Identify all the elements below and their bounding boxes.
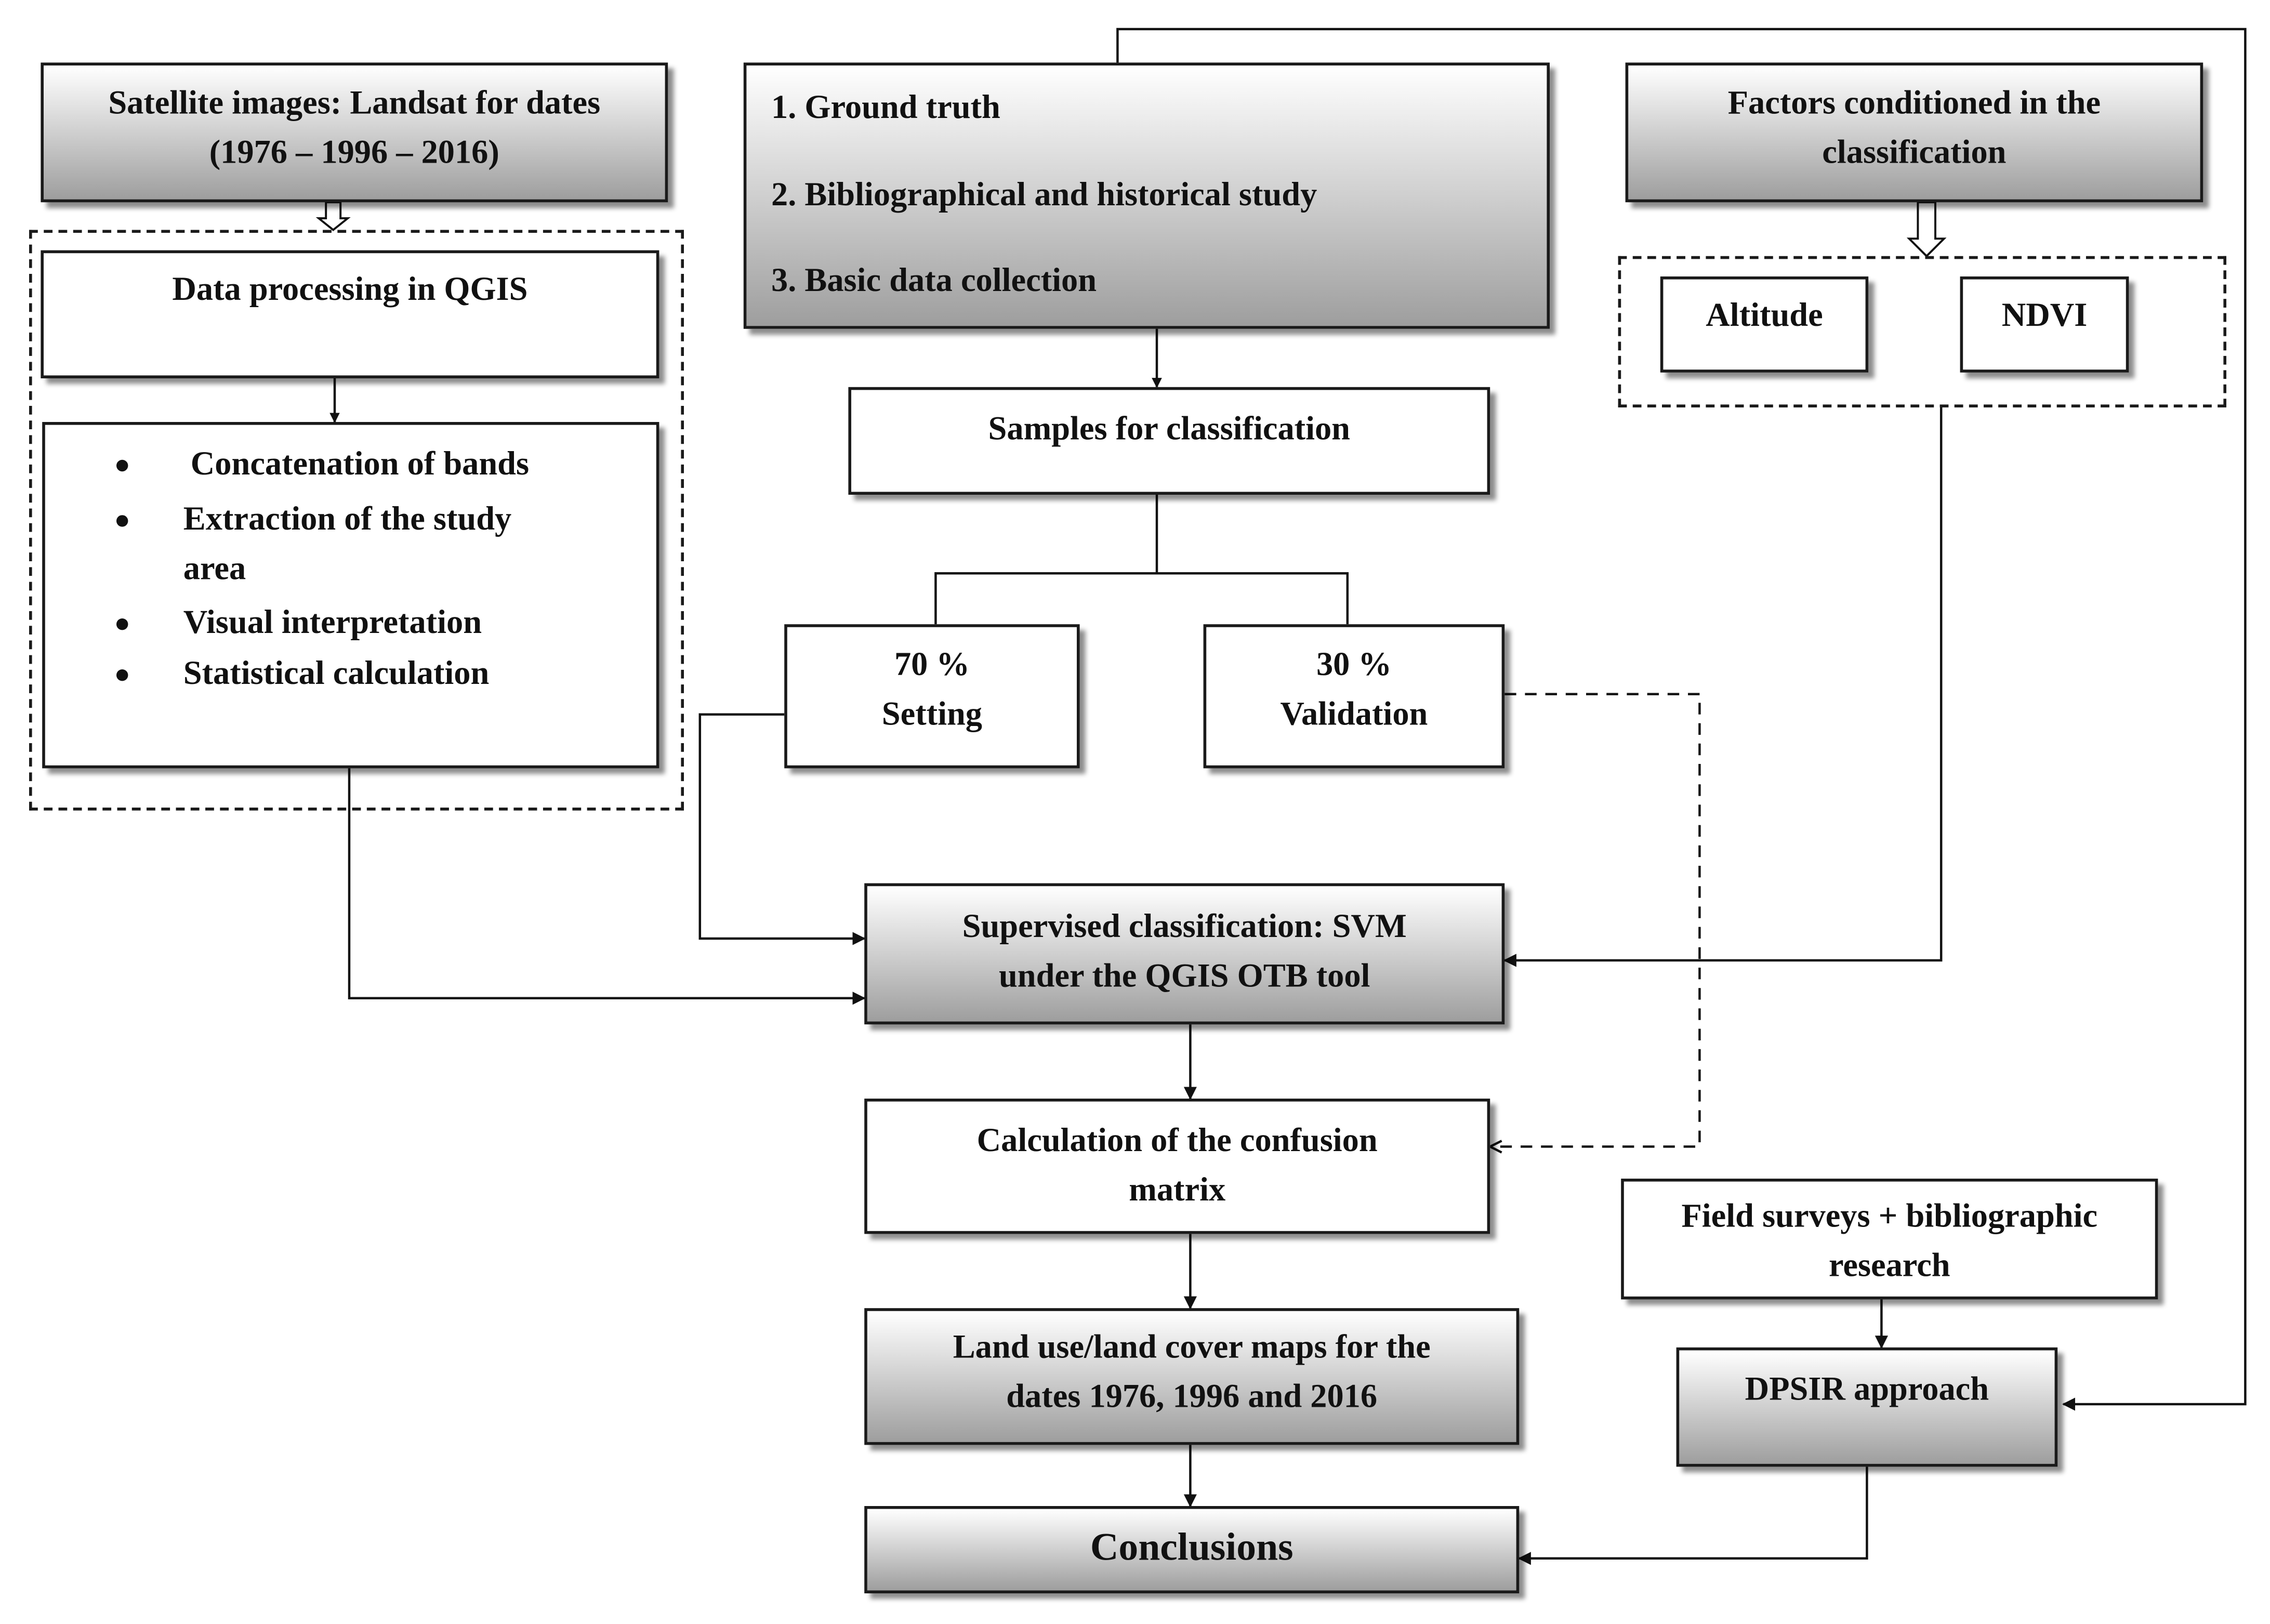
input-item-ground-truth: 1. Ground truth (771, 88, 1000, 125)
dpsir-box: DPSIR approach (1676, 1347, 2058, 1467)
connector-split-validation (1156, 572, 1349, 625)
altitude-box: Altitude (1660, 276, 1869, 373)
factors-line2: classification (1822, 134, 2007, 170)
field-line1: Field surveys + bibliographic (1681, 1197, 2098, 1234)
input-item-basic-data: 3. Basic data collection (771, 262, 1097, 298)
bullet-icon (116, 515, 128, 527)
confusion-line1: Calculation of the confusion (976, 1121, 1378, 1158)
bullet-icon (116, 459, 128, 472)
field-surveys-box: Field surveys + bibliographic research (1621, 1179, 2158, 1300)
factors-box: Factors conditioned in the classificatio… (1625, 62, 2203, 203)
validation-percent: 30 % (1316, 646, 1392, 683)
dpsir-label: DPSIR approach (1745, 1370, 1989, 1407)
connector-factors-to-svm (1503, 407, 1943, 967)
ndvi-label: NDVI (2001, 297, 2088, 334)
setting-percent: 70 % (894, 646, 970, 683)
connector-setting-to-svm (698, 713, 866, 945)
confusion-matrix-box: Calculation of the confusion matrix (864, 1099, 1490, 1234)
lulc-maps-box: Land use/land cover maps for the dates 1… (864, 1308, 1520, 1445)
bullet-icon (116, 618, 128, 630)
altitude-label: Altitude (1706, 297, 1823, 334)
data-processing-title: Data processing in QGIS (172, 270, 528, 307)
svm-classification-box: Supervised classification: SVM under the… (864, 883, 1505, 1025)
hollow-arrow-satellite (315, 201, 351, 231)
satellite-images-box: Satellite images: Landsat for dates (197… (41, 62, 668, 203)
satellite-line1: Satellite images: Landsat for dates (108, 84, 601, 121)
samples-box: Samples for classification (848, 387, 1490, 495)
field-line2: research (1828, 1247, 1950, 1284)
processing-group (29, 230, 684, 811)
svm-line2: under the QGIS OTB tool (998, 957, 1370, 994)
conclusions-box: Conclusions (864, 1506, 1520, 1593)
step-statistical-calculation: Statistical calculation (183, 655, 490, 691)
step-concatenation: Concatenation of bands (190, 445, 530, 482)
satellite-line2: (1976 – 1996 – 2016) (209, 134, 499, 170)
step-extraction-line2: area (183, 550, 246, 587)
setting-box: 70 % Setting (784, 624, 1080, 769)
svm-line1: Supervised classification: SVM (962, 908, 1407, 945)
bullet-icon (116, 669, 128, 681)
step-visual-interpretation: Visual interpretation (183, 604, 482, 640)
input-item-bibliographical: 2. Bibliographical and historical study (771, 176, 1317, 213)
inputs-box: 1. Ground truth 2. Bibliographical and h… (743, 62, 1550, 329)
connector-processing-to-svm (348, 768, 866, 1005)
connector-inputs-to-dpsir (1116, 28, 2247, 1411)
step-extraction-line1: Extraction of the study (183, 500, 512, 537)
factors-line1: Factors conditioned in the (1727, 84, 2101, 121)
maps-line1: Land use/land cover maps for the (953, 1328, 1431, 1365)
samples-label: Samples for classification (988, 410, 1351, 447)
conclusions-label: Conclusions (1090, 1525, 1294, 1569)
hollow-arrow-factors (1906, 201, 1947, 258)
validation-label: Validation (1280, 695, 1428, 732)
validation-box: 30 % Validation (1203, 624, 1505, 769)
data-processing-steps-box (42, 422, 659, 769)
confusion-line2: matrix (1129, 1171, 1226, 1208)
maps-line2: dates 1976, 1996 and 2016 (1006, 1378, 1378, 1415)
factors-group (1618, 256, 2226, 407)
connector-validation-to-confusion (1490, 693, 1701, 1147)
connector-dpsir-to-conclusions (1517, 1467, 1868, 1565)
ndvi-box: NDVI (1960, 276, 2129, 373)
connector-samples-split (934, 494, 1158, 625)
data-processing-title-box: Data processing in QGIS (41, 250, 659, 378)
setting-label: Setting (881, 695, 982, 732)
